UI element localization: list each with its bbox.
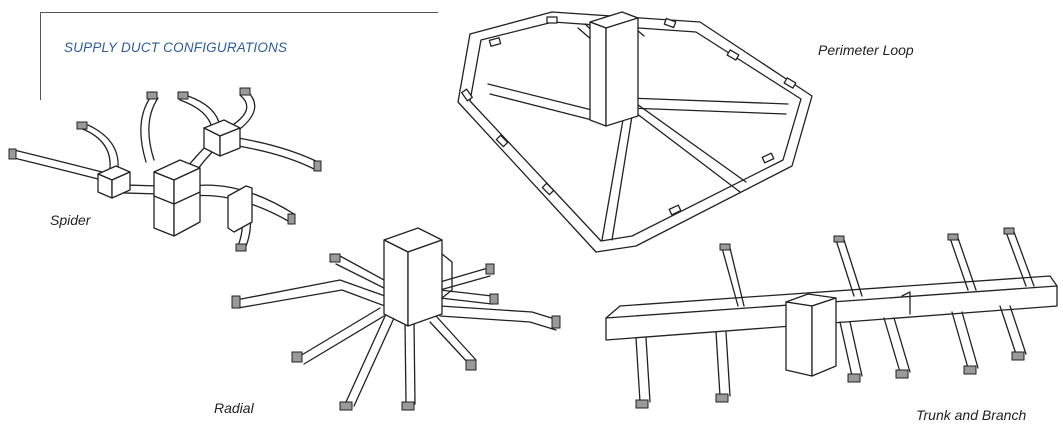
perimeter-loop-label: Perimeter Loop [818, 42, 914, 58]
title-frame-left [40, 12, 41, 100]
spider-illustration [9, 88, 321, 251]
perimeter-loop-illustration [458, 12, 812, 252]
radial-illustration [232, 228, 560, 410]
title-frame-top [40, 12, 438, 13]
diagram-title: SUPPLY DUCT CONFIGURATIONS [64, 40, 288, 55]
radial-label: Radial [214, 400, 254, 416]
trunk-and-branch-illustration [606, 228, 1057, 408]
spider-label: Spider [50, 212, 91, 228]
trunk-and-branch-label: Trunk and Branch [916, 407, 1027, 423]
